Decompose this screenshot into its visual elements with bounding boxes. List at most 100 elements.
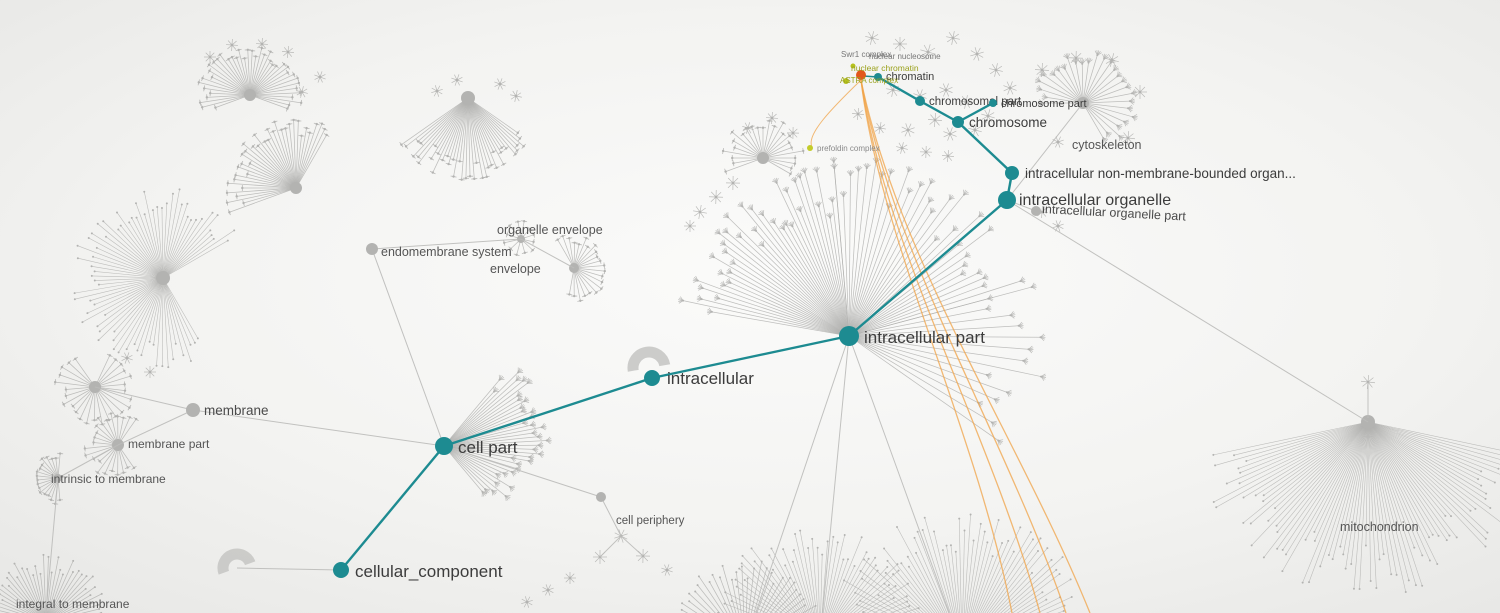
mini-term-flower — [431, 85, 443, 97]
teal-path-edge — [340, 445, 445, 571]
node-intracellular-nmb-organelle[interactable] — [1005, 166, 1019, 180]
label-chromosomal-part: chromosomal part — [929, 96, 1022, 108]
mini-term-flower — [896, 142, 908, 154]
mini-term-flower — [296, 86, 308, 98]
mini-term-flower — [1003, 81, 1017, 95]
node-chromosome-part[interactable] — [989, 99, 997, 107]
mini-term-flower — [693, 205, 707, 219]
term-label: intrinsic to membrane — [51, 472, 166, 486]
term-cluster — [443, 367, 552, 466]
mini-term-flower — [989, 63, 1003, 77]
term-cluster — [399, 91, 526, 181]
mini-term-flower — [874, 122, 886, 134]
term-cluster — [554, 234, 606, 302]
cluster-hub-node[interactable] — [461, 91, 475, 105]
term-cluster — [73, 188, 236, 369]
term-label: organelle envelope — [497, 223, 603, 237]
orange-relation-edge — [860, 79, 1091, 613]
teal-path-edge — [848, 199, 1008, 337]
orange-relation-edge — [860, 79, 1067, 613]
cluster-hub-node[interactable] — [244, 89, 256, 101]
mini-term-flower — [893, 37, 907, 51]
node-chromatin[interactable] — [874, 73, 882, 81]
mini-term-flower — [786, 126, 800, 140]
cluster-hub-node[interactable] — [156, 271, 170, 285]
term-label: ASTRA complex — [840, 76, 898, 85]
mini-term-flower — [1105, 53, 1119, 67]
term-label: membrane part — [128, 437, 210, 451]
node-chromosome[interactable] — [952, 116, 964, 128]
node-cellular-component[interactable] — [333, 562, 349, 578]
term-cluster — [503, 220, 536, 257]
mini-term-flower — [684, 220, 696, 232]
graph-edge — [371, 248, 445, 447]
chromatin-complex-node[interactable] — [850, 63, 856, 69]
prefoldin-complex-node[interactable] — [807, 145, 813, 151]
term-label: envelope — [490, 262, 541, 276]
mini-term-flower — [121, 352, 133, 364]
label-intracellular-part: intracellular part — [864, 328, 985, 347]
node-intracellular-organelle[interactable] — [998, 191, 1016, 209]
mini-term-flower — [941, 149, 955, 163]
node-intracellular[interactable] — [644, 370, 660, 386]
term-cluster — [1212, 415, 1500, 594]
orange-relation-edge — [810, 79, 862, 148]
term-label: integral to membrane — [16, 597, 130, 611]
mini-term-flower — [542, 584, 554, 596]
term-label: endomembrane system — [381, 245, 512, 259]
mini-term-flower — [1133, 85, 1147, 99]
term-cluster — [0, 553, 103, 613]
mini-term-flower — [1121, 131, 1135, 145]
mini-term-flower — [959, 95, 973, 109]
graph-edge — [1006, 199, 1369, 423]
graph-edge — [443, 445, 602, 498]
graph-edge — [94, 386, 194, 411]
mini-term-flower — [451, 74, 463, 86]
collapsed-fan-wedge — [217, 548, 256, 575]
label-cellular-component: cellular_component — [355, 562, 503, 581]
cluster-hub-node[interactable] — [290, 182, 302, 194]
mini-term-flower — [521, 596, 533, 608]
graph-edge — [57, 444, 119, 479]
mini-term-flower — [494, 78, 506, 90]
graph-edge — [755, 335, 850, 613]
term-cluster — [678, 163, 850, 337]
mini-term-flower — [927, 112, 943, 128]
mini-term-flower — [314, 71, 326, 83]
nucleosome-node[interactable] — [856, 70, 866, 80]
mini-term-flower — [946, 31, 960, 45]
teal-path-edge — [957, 121, 1013, 174]
term-label: cytoskeleton — [1072, 138, 1142, 152]
mini-term-flower — [281, 45, 295, 59]
graph-edge — [599, 535, 622, 558]
mini-term-flower — [919, 145, 933, 159]
teal-path-edge — [877, 75, 921, 103]
term-label: nuclear nucleosome — [869, 52, 941, 61]
term-node[interactable] — [186, 403, 200, 417]
mini-term-flower — [920, 44, 936, 60]
mini-term-flower — [255, 37, 269, 51]
mini-term-flower — [661, 564, 673, 576]
node-intracellular-part[interactable] — [839, 326, 859, 346]
term-label: mitochondrion — [1340, 520, 1419, 534]
mini-term-flower — [981, 109, 995, 123]
term-node[interactable] — [596, 492, 606, 502]
mini-term-flower — [510, 90, 522, 102]
label-cell-part: cell part — [458, 438, 518, 457]
node-chromosomal-part[interactable] — [915, 96, 925, 106]
mini-term-flower — [1052, 136, 1064, 148]
term-label: prefoldin complex — [817, 144, 880, 153]
term-node[interactable] — [1031, 206, 1041, 216]
node-cell-part[interactable] — [435, 437, 453, 455]
astra-complex-node[interactable] — [843, 78, 849, 84]
label-intracellular-organelle: intracellular organelle — [1019, 192, 1171, 209]
mini-term-flower — [943, 127, 957, 141]
graph-edge — [822, 335, 850, 613]
label-chromatin: chromatin — [886, 71, 934, 83]
term-node[interactable] — [366, 243, 378, 255]
cluster-hub-node[interactable] — [757, 152, 769, 164]
mini-term-flower — [1034, 62, 1050, 78]
